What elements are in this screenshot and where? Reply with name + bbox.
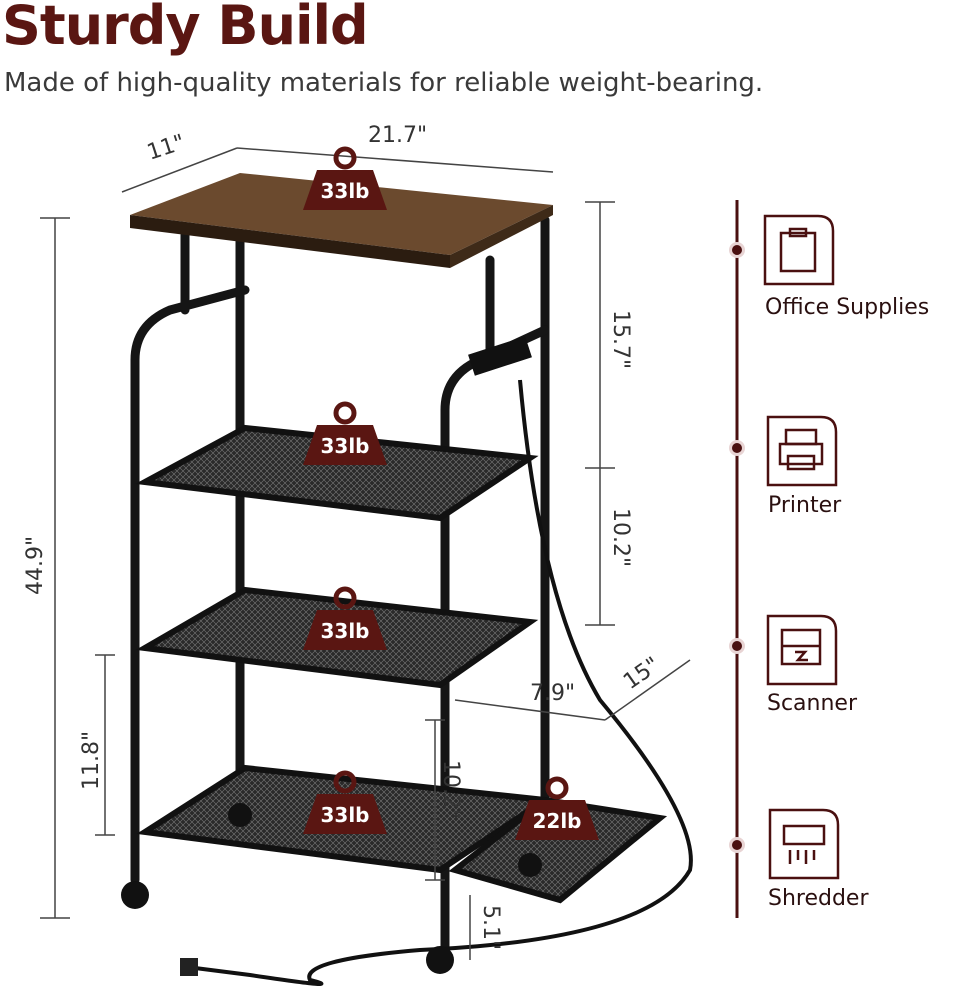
svg-text:Printer: Printer xyxy=(768,493,842,518)
svg-text:Office Supplies: Office Supplies xyxy=(765,295,929,320)
page-title: Sturdy Build xyxy=(2,0,369,57)
svg-text:Shredder: Shredder xyxy=(768,886,869,911)
use-item-scanner: Scanner xyxy=(729,614,858,716)
power-strip xyxy=(468,336,532,376)
dimension-lines xyxy=(40,147,691,960)
svg-text:33lb: 33lb xyxy=(320,434,369,458)
scanner-icon xyxy=(766,614,838,686)
weight-badge-side: 22lb xyxy=(515,779,599,840)
dim-top-gap: 15.7" xyxy=(608,310,633,369)
dim-shelf-gap: 10.2" xyxy=(608,508,633,567)
use-item-printer: Printer xyxy=(729,415,842,518)
svg-text:22lb: 22lb xyxy=(532,809,581,833)
weight-badge-shelf3: 33lb xyxy=(303,773,387,834)
wood-tabletop xyxy=(130,173,553,255)
use-item-office-supplies: Office Supplies xyxy=(729,214,929,320)
dim-bottom-height: 11.8" xyxy=(79,731,104,790)
svg-text:33lb: 33lb xyxy=(320,803,369,827)
weight-badge-shelf1: 33lb xyxy=(303,404,387,465)
use-item-shredder: Shredder xyxy=(729,808,869,911)
caster-wheels xyxy=(121,803,542,974)
weight-badge-shelf2: 33lb xyxy=(303,589,387,650)
dim-depth: 11" xyxy=(144,130,188,166)
dim-side-depth: 15" xyxy=(619,653,665,695)
dim-side-gap: 10.2" xyxy=(438,760,463,819)
svg-text:Scanner: Scanner xyxy=(767,691,858,716)
weight-badge-top: 33lb xyxy=(303,149,387,210)
clipboard-icon xyxy=(763,214,835,286)
svg-text:33lb: 33lb xyxy=(320,179,369,203)
printer-icon xyxy=(766,415,838,487)
dim-side-width: 7.9" xyxy=(530,681,575,706)
svg-text:33lb: 33lb xyxy=(320,619,369,643)
dim-ground-clearance: 5.1" xyxy=(478,905,503,950)
power-cord xyxy=(194,379,693,986)
dim-width: 21.7" xyxy=(368,123,427,148)
dim-height: 44.9" xyxy=(23,536,48,595)
plug-icon xyxy=(180,958,198,976)
shredder-icon xyxy=(768,808,840,880)
page-subtitle: Made of high-quality materials for relia… xyxy=(4,68,764,98)
